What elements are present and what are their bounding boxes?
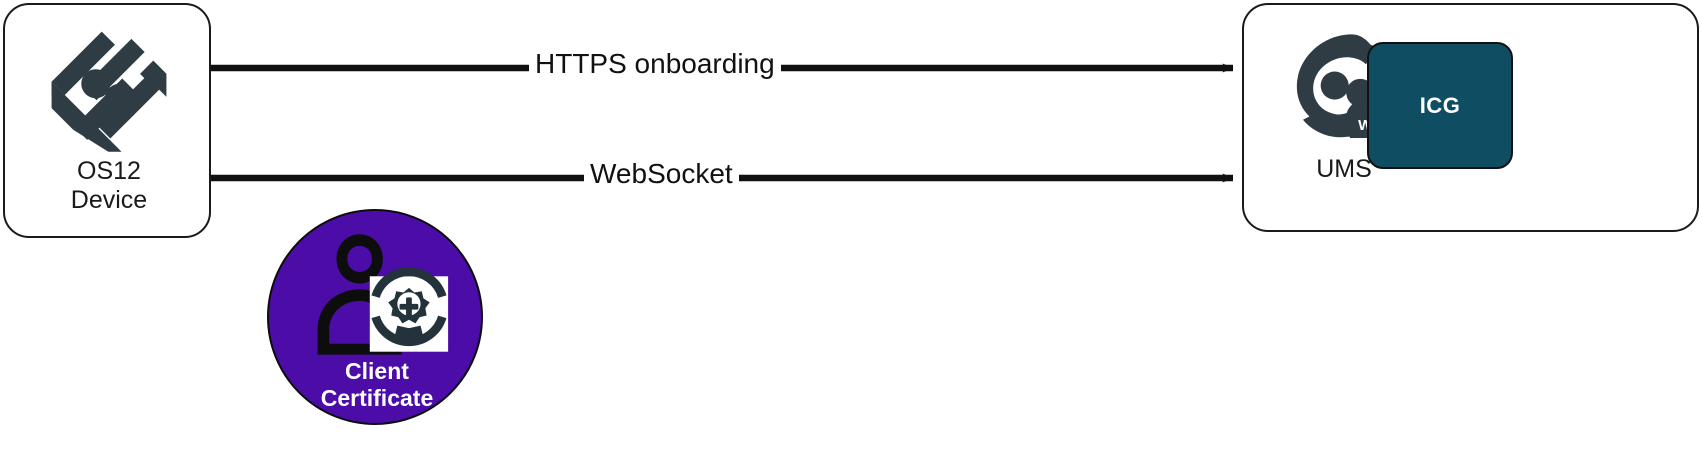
client-certificate-badge[interactable]: Client Certificate bbox=[267, 209, 483, 425]
icg-badge-label: ICG bbox=[1419, 92, 1461, 118]
edge-label-https-onboarding: HTTPS onboarding bbox=[529, 48, 781, 80]
client-certificate-label: Client Certificate bbox=[320, 358, 434, 411]
node-os12-device-label: OS12 Device bbox=[70, 157, 148, 214]
edge-label-websocket: WebSocket bbox=[584, 158, 739, 190]
node-ums-label: UMS bbox=[1316, 155, 1372, 183]
os12-brand-logo-icon bbox=[51, 31, 167, 152]
user-with-certificate-icon bbox=[317, 234, 449, 355]
icg-badge[interactable]: ICG bbox=[1367, 42, 1513, 169]
node-os12-device[interactable]: OS12 Device bbox=[3, 3, 211, 238]
